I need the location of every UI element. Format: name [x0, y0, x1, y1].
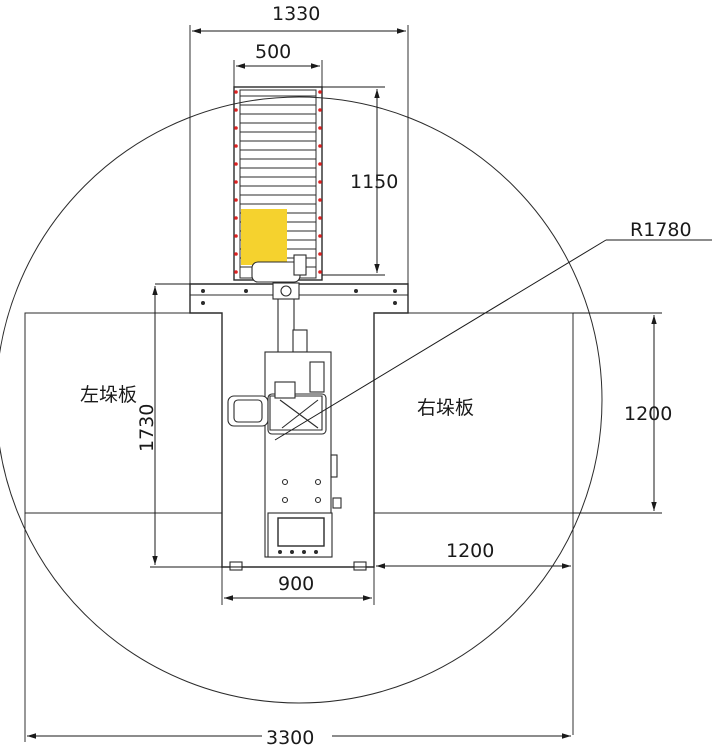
radius-leader — [274, 239, 607, 441]
conveyor-sensor-marker — [234, 252, 238, 256]
conveyor-sensor-marker — [234, 108, 238, 112]
conveyor-sensor-marker — [234, 126, 238, 130]
conveyor-sensor-marker — [318, 216, 322, 220]
robot-arm — [251, 254, 308, 402]
conveyor-sensor-marker — [318, 126, 322, 130]
dim-conveyor-width: 500 — [255, 41, 291, 63]
dim-base-depth: 1730 — [136, 404, 158, 452]
product-box — [241, 209, 287, 265]
robot-body — [227, 351, 342, 558]
conveyor-sensor-marker — [318, 144, 322, 148]
conveyor-sensor-marker — [234, 270, 238, 274]
left-pallet-zone — [24, 312, 223, 514]
conveyor-sensor-marker — [234, 216, 238, 220]
dim-pallet-depth: 1200 — [624, 403, 672, 425]
conveyor-sensor-marker — [234, 198, 238, 202]
conveyor-sensor-marker — [318, 198, 322, 202]
conveyor-sensor-marker — [234, 234, 238, 238]
conveyor-sensor-marker — [318, 252, 322, 256]
reach-circle — [0, 96, 603, 704]
radius-label: R1780 — [630, 219, 692, 241]
control-screen — [277, 517, 325, 547]
right-pallet-label: 右垛板 — [417, 397, 474, 419]
conveyor-sensor-marker — [318, 270, 322, 274]
conveyor-sensor-marker — [234, 144, 238, 148]
dim-overall-width: 3300 — [266, 727, 314, 749]
conveyor-sensor-marker — [318, 90, 322, 94]
mounting-holes — [201, 289, 397, 305]
dim-pallet-width: 1200 — [446, 540, 494, 562]
left-pallet-label: 左垛板 — [80, 384, 137, 406]
conveyor-sensor-marker — [234, 162, 238, 166]
conveyor-sensor-marker — [318, 180, 322, 184]
conveyor-sensor-marker — [234, 180, 238, 184]
conveyor-sensor-marker — [318, 108, 322, 112]
dim-conveyor-length: 1150 — [350, 171, 398, 193]
conveyor-sensor-marker — [318, 162, 322, 166]
conveyor-sensor-marker — [318, 234, 322, 238]
dim-base-width: 900 — [278, 573, 314, 595]
dim-total-width: 1330 — [272, 3, 320, 25]
conveyor-sensor-marker — [234, 90, 238, 94]
